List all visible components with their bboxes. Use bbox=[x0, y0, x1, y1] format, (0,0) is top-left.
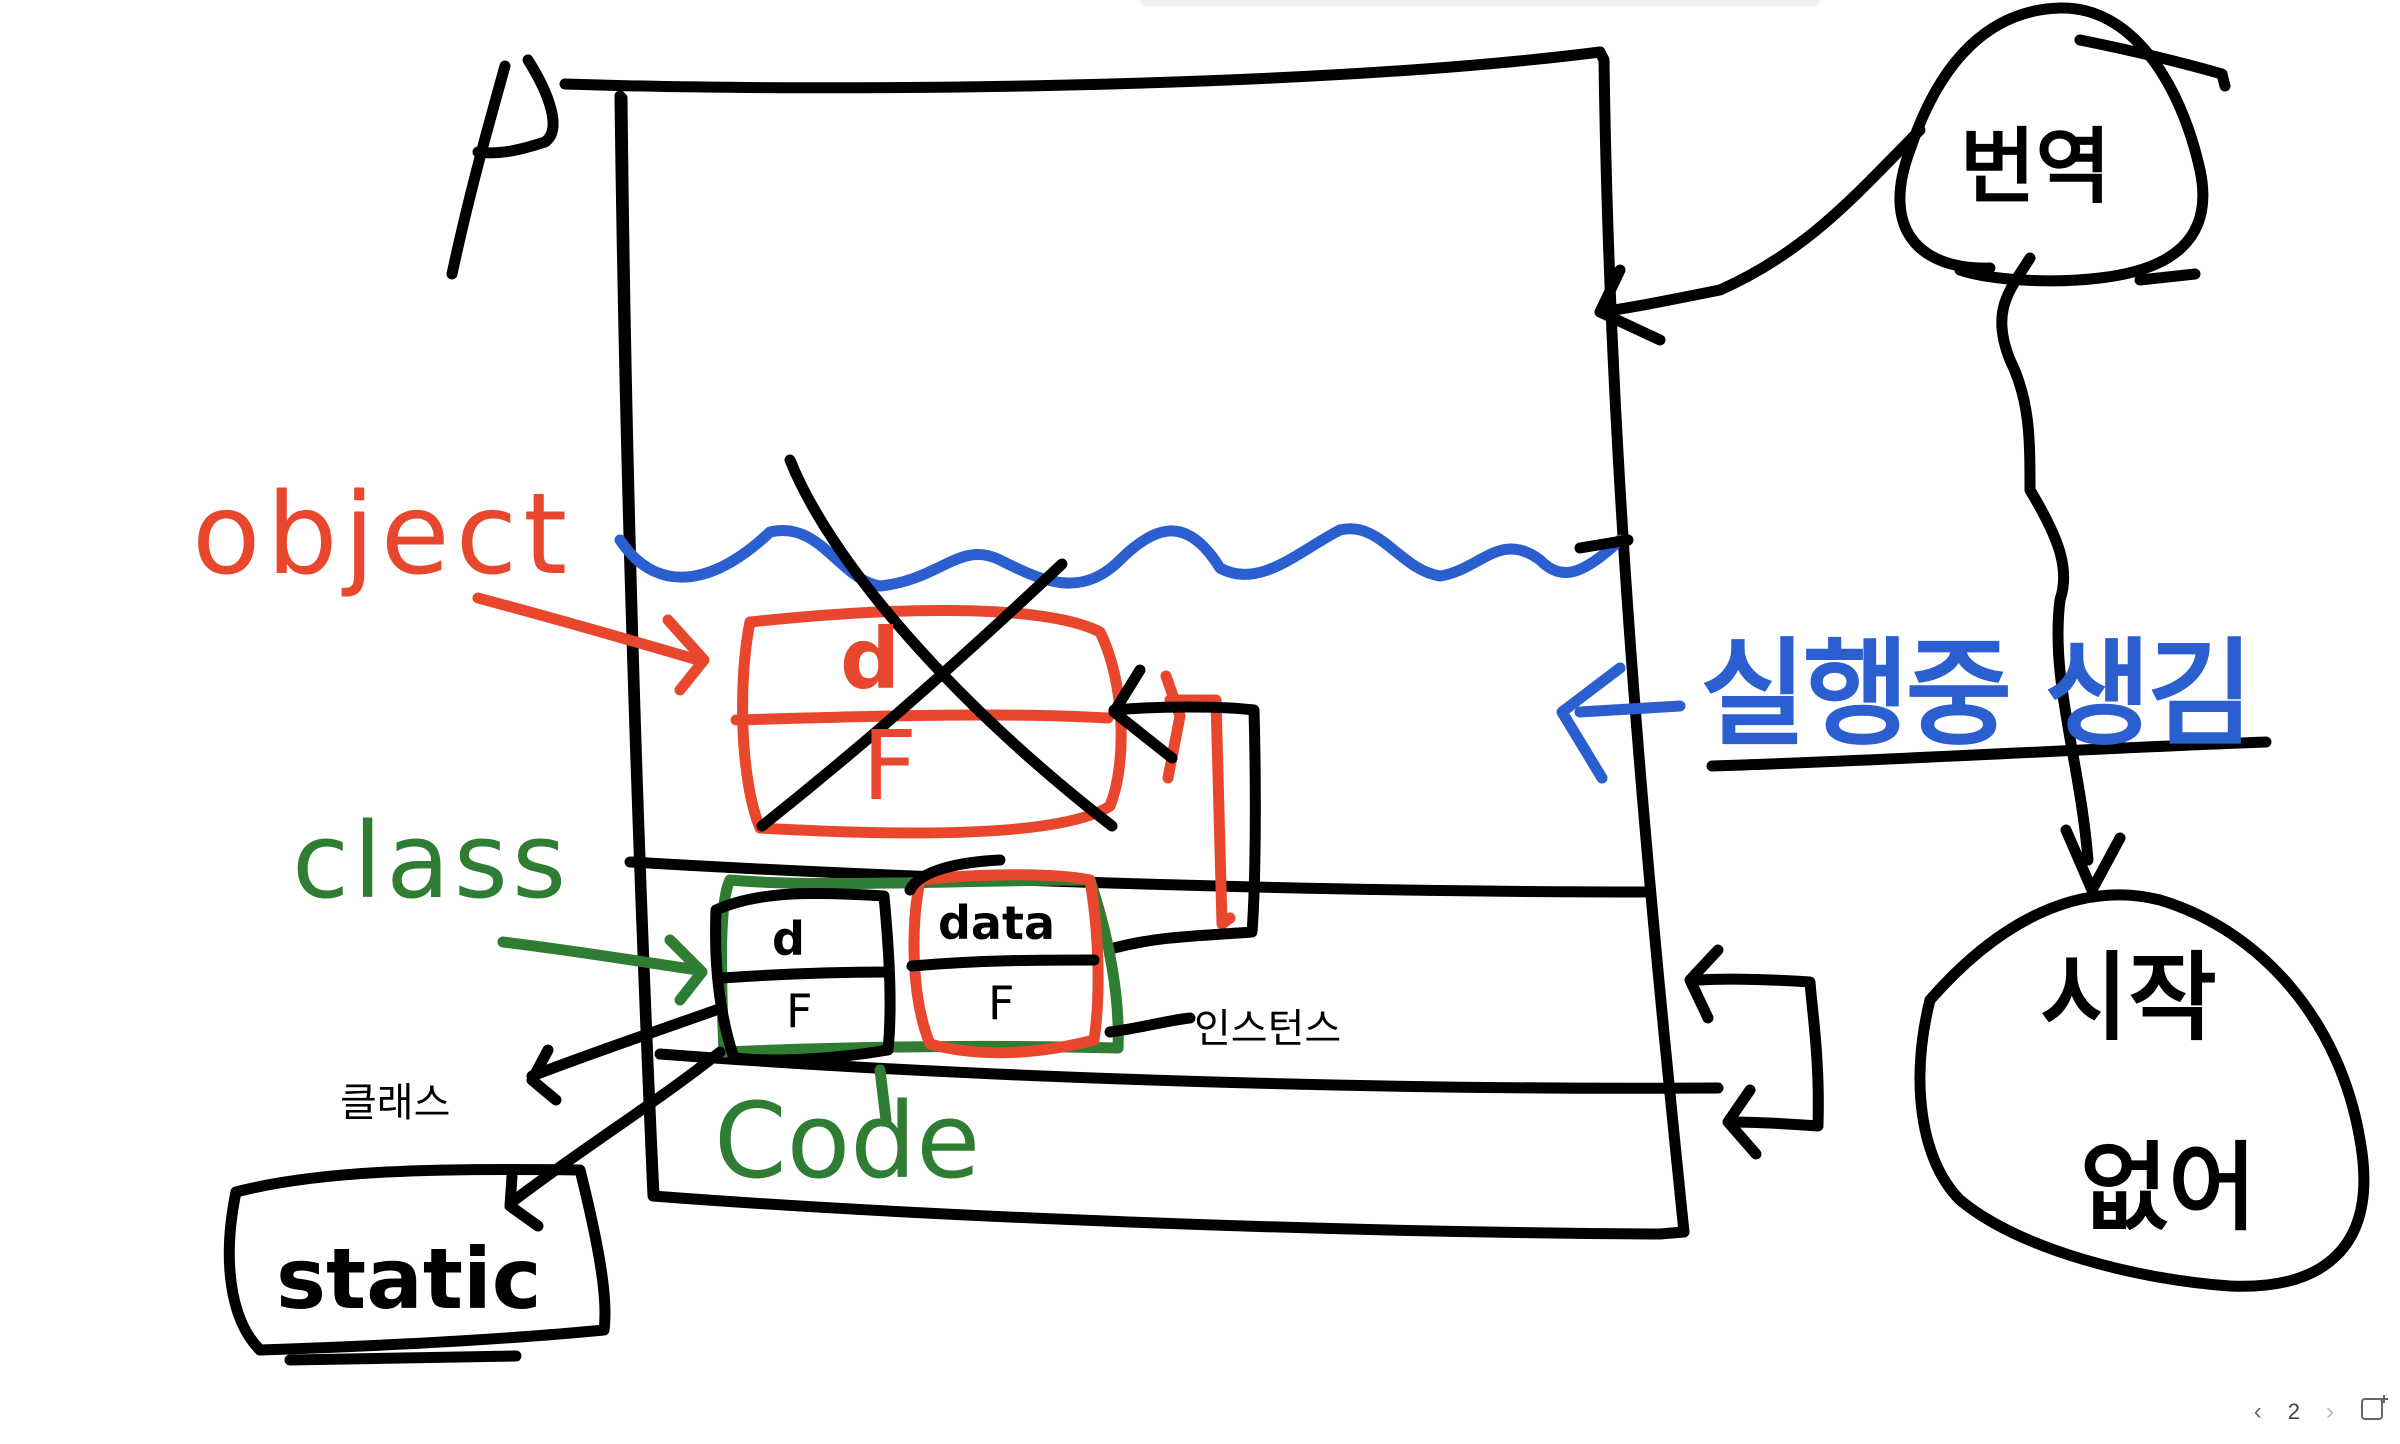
object-arrow bbox=[472, 592, 710, 696]
class-cell-d: d bbox=[772, 912, 805, 966]
return-arrow-lower bbox=[1722, 1084, 1824, 1160]
class-kr-label: 클래스 bbox=[340, 1080, 451, 1126]
wave-end-line bbox=[1574, 534, 1634, 554]
class-cell-left-divider bbox=[716, 966, 894, 984]
add-page-icon[interactable] bbox=[2360, 1393, 2390, 1430]
divider-code-top bbox=[654, 1048, 1724, 1094]
static-label: static bbox=[276, 1230, 542, 1328]
class-label-pointer bbox=[526, 1004, 722, 1106]
page-number: 2 bbox=[2287, 1398, 2300, 1424]
class-outline bbox=[716, 874, 1124, 1058]
static-pointer bbox=[504, 1046, 726, 1232]
corner-label: A bbox=[470, 70, 501, 116]
class-cell-left bbox=[710, 887, 896, 1066]
runtime-label: 실행중 생김 bbox=[1700, 627, 2254, 762]
compile-circle bbox=[1894, 2, 2209, 287]
instance-label: 인스턴스 bbox=[1194, 1006, 1342, 1052]
runtime-wave bbox=[614, 523, 1626, 592]
runtime-underline bbox=[1706, 736, 2272, 772]
compile-circle-tail bbox=[2074, 34, 2231, 92]
code-connector bbox=[874, 1064, 892, 1126]
instance-label-pointer bbox=[1104, 1012, 1196, 1038]
object-to-data-loop bbox=[1108, 664, 1261, 954]
code-label: Code bbox=[714, 1080, 981, 1202]
class-cell-f: F bbox=[786, 984, 813, 1038]
class-arrow bbox=[497, 934, 708, 1006]
compile-to-box-arrow bbox=[1594, 124, 1926, 346]
instance-cell-data: data bbox=[938, 896, 1055, 950]
object-cell-d: d bbox=[840, 610, 901, 708]
lifecycle-circle bbox=[1914, 889, 2370, 1292]
top-edge-shadow bbox=[1140, 0, 1820, 6]
runtime-arrow bbox=[1556, 662, 1686, 784]
cross-out-x bbox=[756, 454, 1118, 832]
chevron-right-icon[interactable]: › bbox=[2326, 1397, 2334, 1425]
compile-label: 번역 bbox=[1960, 120, 2111, 215]
class-label: class bbox=[292, 800, 571, 922]
divider-class-top bbox=[624, 856, 1656, 898]
corner-mark-A bbox=[446, 54, 559, 280]
instance-cell bbox=[908, 869, 1104, 1059]
return-arrow-upper bbox=[1684, 944, 1824, 1130]
instance-cell-f: F bbox=[988, 976, 1015, 1030]
static-box bbox=[223, 1163, 611, 1356]
instance-cell-frame bbox=[904, 854, 1006, 896]
end-label: 없어 bbox=[2080, 1132, 2257, 1244]
chevron-left-icon[interactable]: ‹ bbox=[2253, 1397, 2262, 1425]
page-navigator: ‹ 2 › bbox=[2254, 1393, 2390, 1430]
memory-box-left-edge bbox=[616, 92, 660, 1202]
object-box bbox=[737, 604, 1127, 839]
static-underline bbox=[284, 1350, 522, 1366]
object-label: object bbox=[192, 470, 574, 600]
object-cell-f: F bbox=[862, 710, 918, 822]
object-box-divider bbox=[730, 709, 1114, 726]
start-label: 시작 bbox=[2040, 942, 2217, 1054]
instance-cell-divider bbox=[906, 954, 1100, 972]
compile-to-start-line bbox=[1996, 252, 2126, 896]
